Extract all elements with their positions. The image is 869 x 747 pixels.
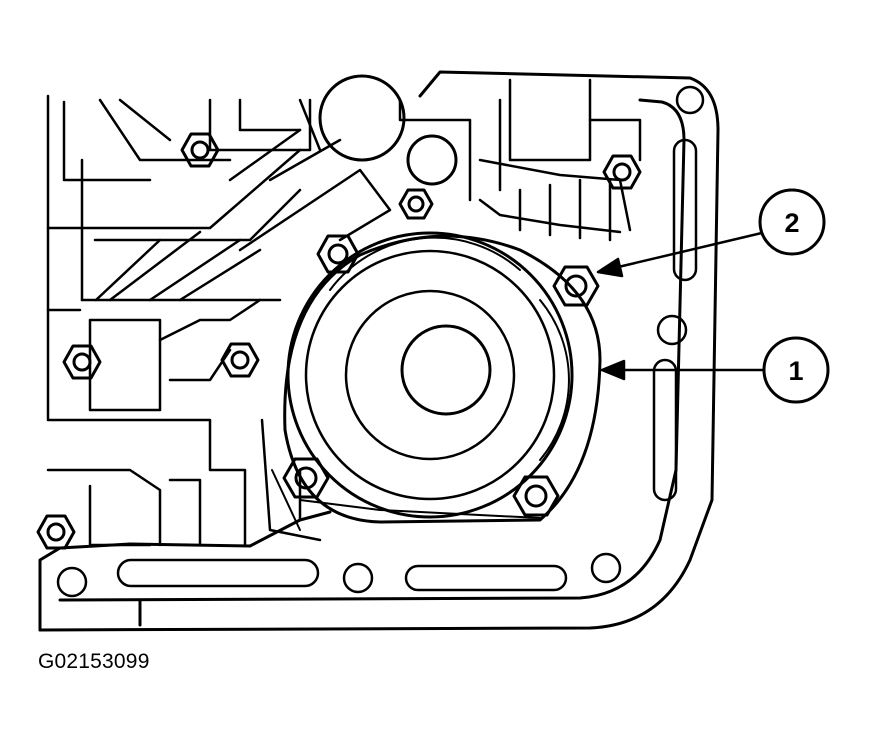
gasket-slots [56,85,705,598]
bolt [180,132,220,168]
figure-id: G02153099 [38,650,150,673]
servo-cover [271,231,602,531]
bolt [398,188,434,220]
callout-2: 2 [758,188,826,256]
valve-body-ribs [46,78,642,547]
bolt [36,514,76,550]
callout-1-leader [600,359,767,381]
bolt [552,265,600,307]
bolt [282,457,330,499]
bolts [36,132,642,550]
bolt [512,475,560,517]
callout-1: 1 [762,336,830,404]
callout-2-label: 2 [784,208,799,238]
bolt [220,342,260,378]
callout-1-label: 1 [788,356,803,386]
case-bosses [318,74,458,186]
callout-2-leader [596,230,768,278]
bolt [316,234,360,274]
bolt [602,154,642,190]
bolt [62,344,102,380]
